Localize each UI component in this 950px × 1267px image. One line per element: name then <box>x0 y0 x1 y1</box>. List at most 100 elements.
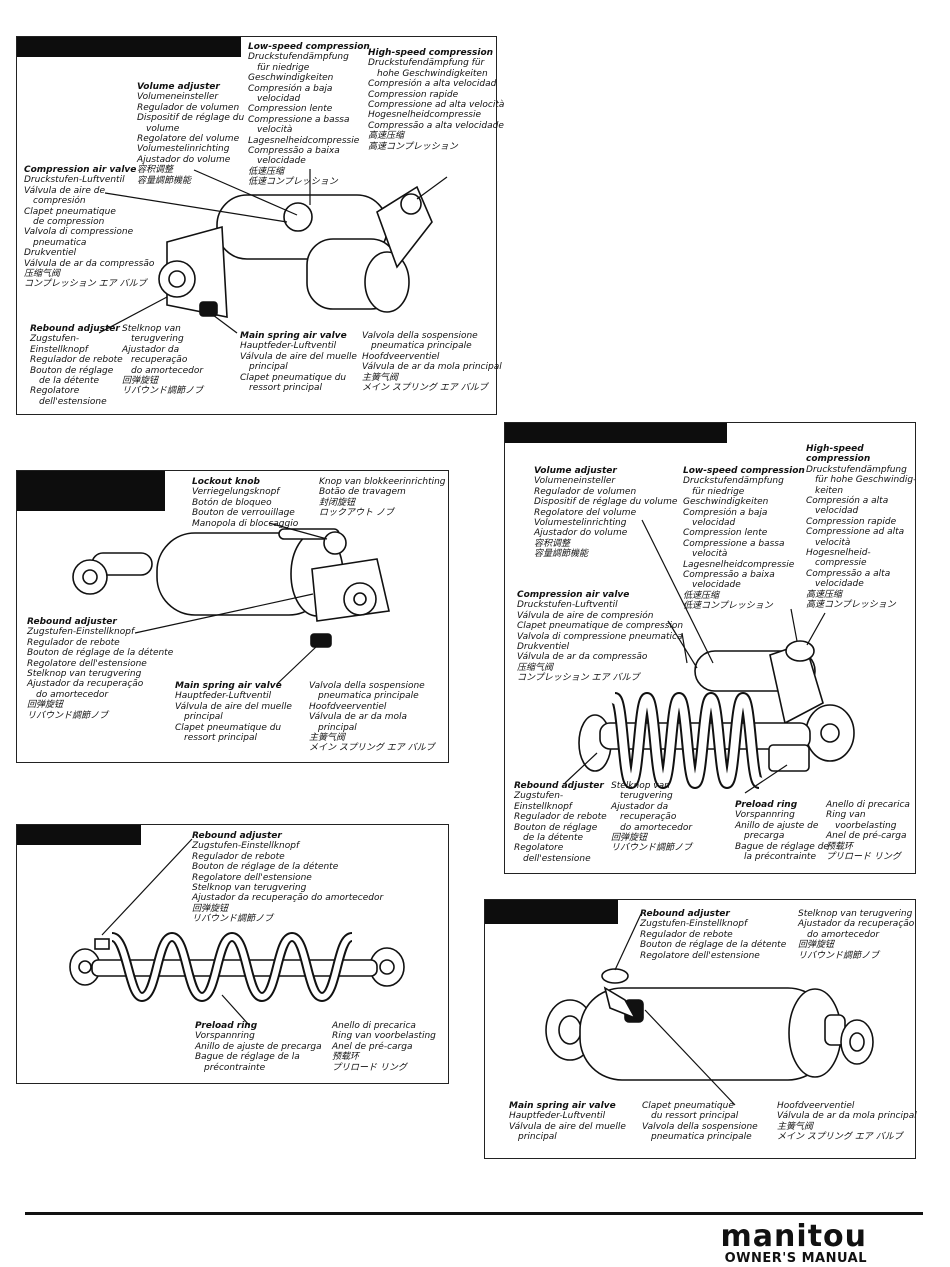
manitou-logo: manitou OWNER'S MANUAL <box>721 1222 867 1266</box>
label-line: Anel de pré-carga <box>332 1041 413 1052</box>
label-line: velocidad <box>815 506 859 517</box>
label-line: 回弹旋钮 <box>122 376 159 387</box>
label-line: Druckstufendämpfung <box>248 52 349 63</box>
panel-title-bar <box>17 471 165 511</box>
label-line: 压缩气阀 <box>24 269 61 280</box>
label-line: Main spring air valve <box>175 681 282 691</box>
label-line: Botón de bloqueo <box>192 497 272 508</box>
label-line: Zugstufen-Einstellknopf <box>27 627 135 638</box>
label-line: Stelknop van terugvering <box>192 883 307 894</box>
label-line: Compresión a alta velocidad <box>368 79 497 90</box>
label-line: Compression lente <box>248 104 333 115</box>
label-line: terugvering <box>131 334 184 345</box>
label-line: リバウンド調節ノブ <box>122 386 204 397</box>
label-line: Ring van <box>826 810 866 821</box>
label-line: Bouton de verrouillage <box>192 508 295 519</box>
label-line: プリロード リング <box>826 852 901 863</box>
label-line: Valvola della sospensione <box>362 331 478 341</box>
label-line: 回弹旋钮 <box>27 700 64 711</box>
label-line: Regulador de rebote <box>192 851 285 862</box>
label-line: Regolatore dell'estensione <box>192 872 312 883</box>
label-line: 主簧气阀 <box>362 372 399 383</box>
label-line: Rebound adjuster <box>640 909 730 919</box>
label-line: Clapet pneumatique du <box>175 722 282 733</box>
label-line: Drukventiel <box>517 642 570 653</box>
label-line: precarga <box>744 831 785 842</box>
label-line: Regulador de rebote <box>514 812 607 823</box>
label-line: リバウンド調節ノブ <box>27 710 109 721</box>
label-line: High-speed <box>806 444 864 454</box>
label-line: Regolatore dell'estensione <box>640 950 760 961</box>
label-line: Drukventiel <box>24 248 77 259</box>
label-line: 高速コンプレッション <box>806 600 896 611</box>
label-line: 预载环 <box>332 1052 360 1063</box>
label-line: Druckstufendämpfung für <box>368 58 485 69</box>
panel-title-bar <box>505 423 727 443</box>
label-line: Druckstufendämpfung <box>683 476 784 487</box>
label-line: Volumestelinrichting <box>534 518 627 529</box>
lockout-shock-illustration <box>72 522 390 685</box>
label-line: velocità <box>692 549 728 560</box>
label-line: Botão de travagem <box>319 487 406 498</box>
label-line: Manopola di bloccaggio <box>192 518 299 529</box>
label-line: Bague de réglage de la <box>195 1052 300 1063</box>
label-line: Dispositif de réglage du volume <box>534 497 678 508</box>
label-line: Ajustador da recuperação do amortecedor <box>192 893 384 904</box>
label-line: 回弹旋钮 <box>611 833 648 844</box>
label-line: Válvula de ar da compressão <box>24 258 155 269</box>
label-line: Hoofdveerventiel <box>777 1101 855 1111</box>
label-line: Rebound adjuster <box>30 324 120 334</box>
label-line: Compressão a baixa <box>248 146 340 157</box>
label-line: Bouton de réglage <box>30 365 114 376</box>
label-line: Zugstufen- <box>30 334 80 345</box>
label-line: Volume adjuster <box>137 82 220 92</box>
label-line: Bouton de réglage de la détente <box>27 648 174 659</box>
label-line: Lagesnelheidcompressie <box>683 559 795 570</box>
label-line: Compression rapide <box>368 89 459 100</box>
label-line: de la détente <box>39 376 100 387</box>
label-line: du ressort principal <box>651 1111 739 1122</box>
label-line: 高速压缩 <box>806 589 843 600</box>
label-line: 回弹旋钮 <box>798 940 835 951</box>
label-line: Válvula de aire de <box>24 185 105 196</box>
label-line: 封闭旋钮 <box>319 497 356 508</box>
label-line: pneumatica principale <box>371 341 472 352</box>
label-line: Regolatore del volume <box>534 507 637 518</box>
label-line: velocità <box>815 537 851 548</box>
label-line: Ring van voorbelasting <box>332 1031 436 1042</box>
label-line: Hauptfeder-Luftventil <box>240 341 337 352</box>
label-line: Valvola di compressione pneumatica <box>517 631 683 642</box>
label-line: プリロード リング <box>332 1062 407 1073</box>
label-line: Valvola della sospensione <box>309 681 425 691</box>
label-line: Low-speed compression <box>683 466 805 476</box>
label-line: Compressione a bassa <box>248 114 350 125</box>
label-line: Hoofdveerventiel <box>309 701 387 712</box>
label-line: Verriegelungsknopf <box>192 487 280 498</box>
label-line: compression <box>806 454 871 465</box>
label-line: Valvola della sospensione <box>642 1121 758 1132</box>
label-line: de compression <box>33 217 105 228</box>
label-line: Druckstufendämpfung <box>806 464 907 475</box>
label-line: Compressione a bassa <box>683 538 785 549</box>
label-line: Dispositif de réglage du <box>137 113 245 124</box>
label-line: 高速コンプレッション <box>368 141 458 152</box>
label-line: 低速コンプレッション <box>248 177 338 188</box>
label-line: メイン スプリング エア バルブ <box>362 383 488 394</box>
label-line: Anello di precarica <box>826 800 910 810</box>
label-line: Válvula de ar da mola principal <box>777 1111 917 1122</box>
label-line: 低速压缩 <box>683 590 720 601</box>
label-line: principal <box>518 1132 557 1143</box>
label-line: Bouton de réglage de la détente <box>640 940 787 951</box>
label-line: Vorspannring <box>195 1031 255 1042</box>
label-line: dell'estensione <box>523 853 591 864</box>
label-line: Ajustador da recuperação <box>798 919 915 930</box>
label-line: Anel de pré-carga <box>826 831 907 842</box>
label-line: Stelknop van terugvering <box>798 909 913 919</box>
